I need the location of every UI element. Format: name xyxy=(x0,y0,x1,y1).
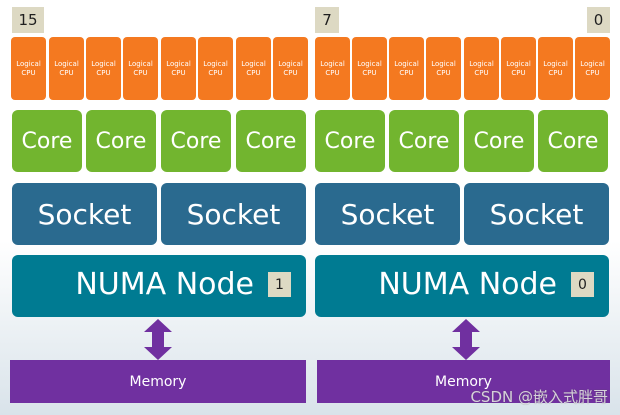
logical-cpu-label-line1: Logical xyxy=(506,59,531,68)
numa-node-0: NUMA Node 0 xyxy=(315,255,609,317)
core: Core xyxy=(86,110,156,172)
logical-cpu-label-line2: CPU xyxy=(59,68,74,77)
numa-node-label: NUMA Node xyxy=(378,267,557,302)
logical-cpu-label-line2: CPU xyxy=(474,68,489,77)
logical-cpu-label-line2: CPU xyxy=(436,68,451,77)
logical-cpu-label-line1: Logical xyxy=(469,59,494,68)
cpu-index-badge-0: 0 xyxy=(587,7,610,33)
logical-cpu-label-line2: CPU xyxy=(511,68,526,77)
core: Core xyxy=(464,110,534,172)
logical-cpu-label-line1: Logical xyxy=(166,59,191,68)
bidirectional-arrow-icon xyxy=(452,319,480,360)
logical-cpu-label-line1: Logical xyxy=(320,59,345,68)
watermark: CSDN @嵌入式胖哥 xyxy=(470,388,608,406)
logical-cpu-label-line2: CPU xyxy=(283,68,298,77)
logical-cpu-label-line1: Logical xyxy=(91,59,116,68)
logical-cpu-label-line1: Logical xyxy=(431,59,456,68)
logical-cpu-label-line1: Logical xyxy=(543,59,568,68)
bidirectional-arrow-icon xyxy=(144,319,172,360)
logical-cpu-label-line1: Logical xyxy=(16,59,41,68)
logical-cpu-label-line2: CPU xyxy=(585,68,600,77)
logical-cpu-label-line2: CPU xyxy=(21,68,36,77)
socket: Socket xyxy=(464,183,609,245)
socket: Socket xyxy=(12,183,157,245)
logical-cpu-label-line2: CPU xyxy=(399,68,414,77)
logical-cpu-label-line1: Logical xyxy=(357,59,382,68)
core: Core xyxy=(389,110,459,172)
core: Core xyxy=(315,110,385,172)
logical-cpu-label-line2: CPU xyxy=(548,68,563,77)
logical-cpu-label-line2: CPU xyxy=(362,68,377,77)
core: Core xyxy=(236,110,306,172)
numa-node-id-badge: 1 xyxy=(268,272,291,297)
logical-cpu-label-line1: Logical xyxy=(580,59,605,68)
numa-node-label: NUMA Node xyxy=(75,267,254,302)
core: Core xyxy=(12,110,82,172)
memory-block-node-0: Memory xyxy=(317,360,610,403)
logical-cpu-label-line1: Logical xyxy=(394,59,419,68)
logical-cpu-label-line2: CPU xyxy=(171,68,186,77)
logical-cpu-label-line1: Logical xyxy=(128,59,153,68)
logical-cpu-label-line1: Logical xyxy=(54,59,79,68)
logical-cpu-label-line2: CPU xyxy=(133,68,148,77)
logical-cpu-label-line2: CPU xyxy=(246,68,261,77)
cpu-index-badge-15: 15 xyxy=(12,7,44,33)
logical-cpu-label-line2: CPU xyxy=(325,68,340,77)
memory-block-node-1: Memory xyxy=(10,360,306,403)
logical-cpu-label-line1: Logical xyxy=(203,59,228,68)
cpu-index-badge-7: 7 xyxy=(315,7,339,33)
logical-cpu-label-line1: Logical xyxy=(241,59,266,68)
numa-node-1: NUMA Node 1 xyxy=(12,255,306,317)
core: Core xyxy=(538,110,608,172)
core: Core xyxy=(161,110,231,172)
logical-cpu-label-line2: CPU xyxy=(96,68,111,77)
logical-cpu-label-line2: CPU xyxy=(208,68,223,77)
logical-cpu-label-line1: Logical xyxy=(278,59,303,68)
socket: Socket xyxy=(315,183,460,245)
numa-node-id-badge: 0 xyxy=(571,272,594,297)
socket: Socket xyxy=(161,183,306,245)
